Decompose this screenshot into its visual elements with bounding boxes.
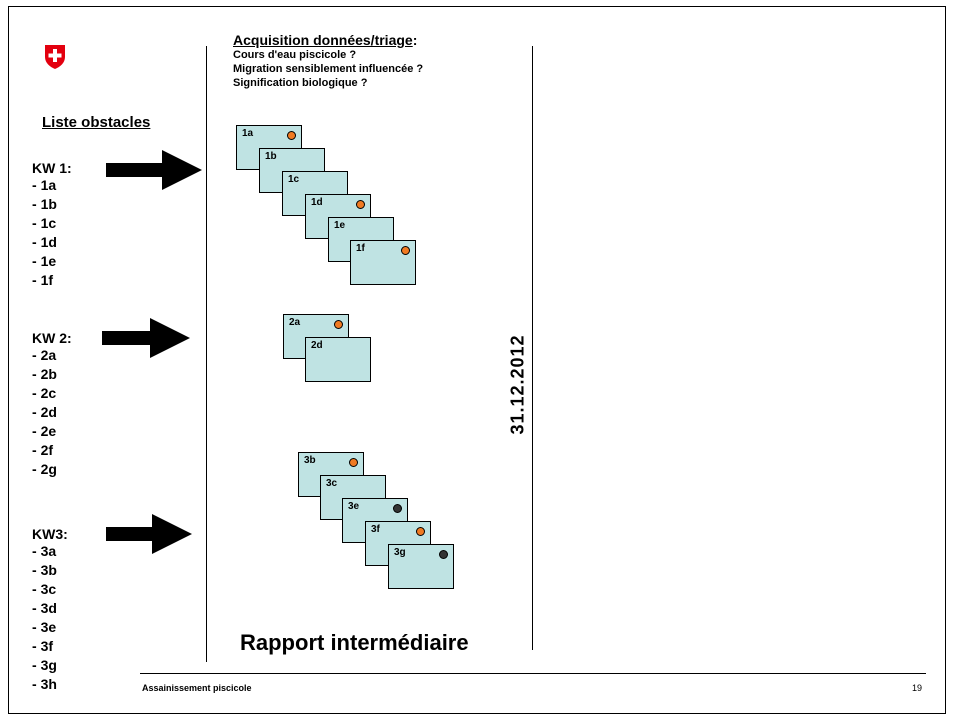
list-item: 2f <box>32 441 72 460</box>
list-item: 3c <box>32 580 68 599</box>
list-item: 1b <box>32 195 72 214</box>
card-label: 1f <box>356 243 365 254</box>
question: Cours d'eau piscicole ? <box>233 49 357 61</box>
acquisition-colon: : <box>412 32 418 48</box>
status-dot-icon <box>401 246 410 255</box>
status-dot-icon <box>334 320 343 329</box>
list-item: 2a <box>32 346 72 365</box>
arrow-right-icon <box>106 514 192 554</box>
status-dot-icon <box>349 458 358 467</box>
group-list: 2a 2b 2c 2d 2e 2f 2g <box>32 346 72 479</box>
group-list: 1a 1b 1c 1d 1e 1f <box>32 176 72 290</box>
arrow-right-icon <box>106 150 202 190</box>
status-dot-icon <box>393 504 402 513</box>
card-label: 1e <box>334 220 346 231</box>
rapport-title: Rapport intermédiaire <box>240 630 469 655</box>
list-item: 2b <box>32 365 72 384</box>
group-list: 3a 3b 3c 3d 3e 3f 3g 3h <box>32 542 68 694</box>
list-item: 1a <box>32 176 72 195</box>
list-item: 3g <box>32 656 68 675</box>
group-title: KW 2: <box>32 330 72 346</box>
group-kw2: KW 2: 2a 2b 2c 2d 2e 2f 2g <box>32 330 72 479</box>
group-kw3: KW3: 3a 3b 3c 3d 3e 3f 3g 3h <box>32 526 68 694</box>
status-dot-icon <box>356 200 365 209</box>
status-dot-icon <box>439 550 448 559</box>
list-item: 3b <box>32 561 68 580</box>
acquisition-title: Acquisition données/triage: <box>233 32 423 48</box>
list-item: 3h <box>32 675 68 694</box>
card-label: 3g <box>394 547 406 558</box>
list-item: 1f <box>32 271 72 290</box>
acquisition-title-text: Acquisition données/triage <box>233 32 413 48</box>
list-item: 1c <box>32 214 72 233</box>
list-heading: Liste obstacles <box>42 114 151 131</box>
list-item: 2e <box>32 422 72 441</box>
card-label: 3b <box>304 455 316 466</box>
acquisition-block: Acquisition données/triage: Cours d'eau … <box>233 32 423 90</box>
list-item: 3e <box>32 618 68 637</box>
card-label: 1a <box>242 128 254 139</box>
list-item: 1d <box>32 233 72 252</box>
obstacle-card: 3g <box>388 544 454 589</box>
footer-rule <box>140 673 926 674</box>
arrow-right-icon <box>102 318 190 358</box>
list-item: 3a <box>32 542 68 561</box>
card-label: 3f <box>371 524 380 535</box>
list-item: 3f <box>32 637 68 656</box>
list-item: 1e <box>32 252 72 271</box>
page-number: 19 <box>912 683 923 693</box>
group-title: KW3: <box>32 526 68 542</box>
divider-right <box>532 46 533 650</box>
footer-text: Assainissement piscicole <box>142 683 252 693</box>
date-label: 31.12.2012 <box>507 334 528 435</box>
status-dot-icon <box>287 131 296 140</box>
card-label: 1d <box>311 197 323 208</box>
list-item: 2d <box>32 403 72 422</box>
card-label: 1c <box>288 174 300 185</box>
card-label: 3e <box>348 501 360 512</box>
group-title: KW 1: <box>32 160 72 176</box>
obstacle-card: 1f <box>350 240 416 285</box>
divider-left <box>206 46 207 662</box>
list-item: 2c <box>32 384 72 403</box>
obstacle-card: 2d <box>305 337 371 382</box>
group-kw1: KW 1: 1a 1b 1c 1d 1e 1f <box>32 160 72 290</box>
card-label: 1b <box>265 151 277 162</box>
list-item: 3d <box>32 599 68 618</box>
question: Migration sensiblement influencée ? <box>233 63 424 75</box>
status-dot-icon <box>416 527 425 536</box>
card-label: 2a <box>289 317 301 328</box>
slide-frame <box>8 6 946 714</box>
card-label: 2d <box>311 340 323 351</box>
list-item: 2g <box>32 460 72 479</box>
card-label: 3c <box>326 478 338 489</box>
question: Signification biologique ? <box>233 77 368 89</box>
swiss-cross-icon <box>45 45 65 69</box>
